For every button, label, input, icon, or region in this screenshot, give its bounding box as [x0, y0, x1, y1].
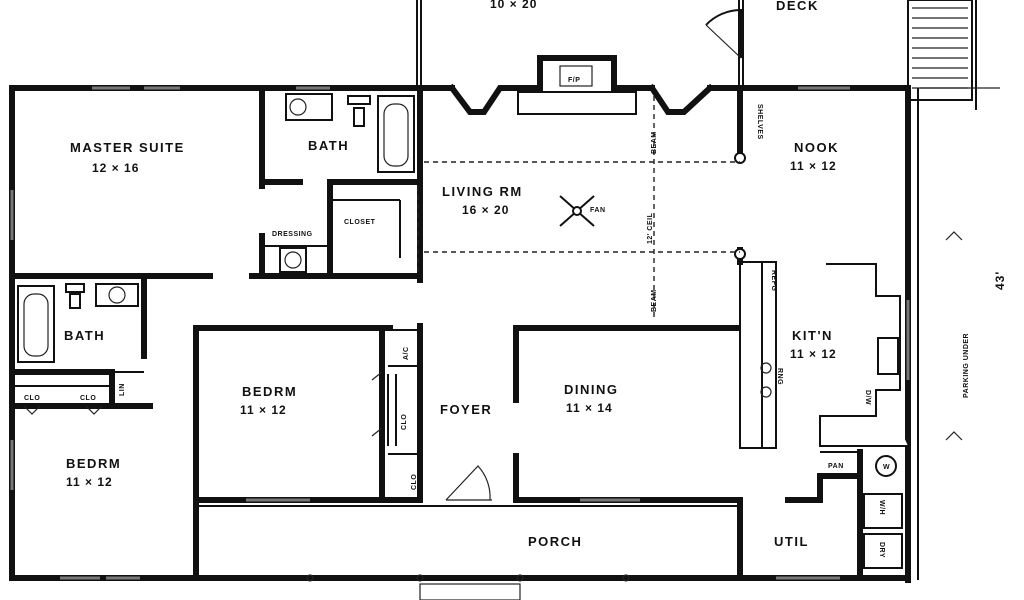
closet-label: CLOSET [344, 219, 376, 226]
upper-deck-area [416, 0, 744, 88]
beam-top-label: BEAM [651, 131, 658, 154]
clo-bed-a-label: CLO [401, 414, 408, 430]
living-label: LIVING RM [442, 184, 523, 199]
fixtures [17, 93, 903, 569]
dining-label: DINING [564, 382, 619, 397]
utility-label: UTIL [774, 534, 809, 549]
clo-bed-b-label: CLO [411, 474, 418, 490]
range-label: RNG [776, 368, 783, 385]
deck-label: DECK [776, 0, 819, 13]
bedroom-1-label: BEDRM [242, 384, 297, 399]
ac-label: A/C [403, 346, 410, 360]
master-suite-label: MASTER SUITE [70, 140, 185, 155]
master-suite-dim: 12 × 16 [92, 161, 139, 175]
linen-label: LIN [119, 383, 126, 396]
bedroom-2-label: BEDRM [66, 456, 121, 471]
fireplace: F/P [517, 65, 637, 115]
bedroom-1-dim: 11 × 12 [240, 403, 287, 417]
fireplace-label: F/P [568, 77, 580, 84]
nook-label: NOOK [794, 140, 839, 155]
deck-door-swing [705, 8, 742, 58]
dressing-label: DRESSING [272, 231, 313, 238]
nook-dim: 11 × 12 [790, 159, 837, 173]
bedroom-2-dim: 11 × 12 [66, 475, 113, 489]
beam-bottom-label: BEAM [651, 289, 658, 312]
ceiling-label: 12' CEIL [647, 212, 654, 244]
hall-bath-label: BATH [64, 328, 105, 343]
porch-label: PORCH [528, 534, 582, 549]
kitchen-label: KIT'N [792, 328, 833, 343]
windows [10, 86, 910, 580]
interior-walls [9, 85, 908, 581]
kitchen-dim: 11 × 12 [790, 347, 837, 361]
side-annotation [917, 87, 1000, 580]
refrig-label: REFG [770, 270, 777, 292]
fan-label: FAN [590, 207, 606, 214]
pantry-label: PAN [828, 463, 844, 470]
parking-label: PARKING UNDER [963, 333, 970, 398]
front-door-swing [445, 465, 491, 501]
dryer-label: DRY [878, 542, 885, 558]
ceiling-fan [559, 195, 595, 227]
living-dim: 16 × 20 [462, 203, 509, 217]
doors [23, 371, 492, 501]
labels: 10 × 20 DECK MASTER SUITE 12 × 16 BATH C… [24, 0, 1007, 558]
dishwasher-label: D/W [864, 390, 871, 405]
beam-lines [417, 96, 740, 320]
shelves-label: SHELVES [756, 104, 763, 140]
master-bath-label: BATH [308, 138, 349, 153]
top-room-dim: 10 × 20 [490, 0, 537, 11]
side-dimension: 43' [993, 271, 1007, 290]
dining-dim: 11 × 14 [566, 401, 613, 415]
porch [196, 505, 740, 600]
washer-label: W/H [878, 500, 885, 515]
water-heater-label: W [883, 464, 890, 471]
clo-bath-label-2: CLO [80, 395, 96, 402]
foyer-label: FOYER [440, 402, 492, 417]
clo-bath-label: CLO [24, 395, 40, 402]
